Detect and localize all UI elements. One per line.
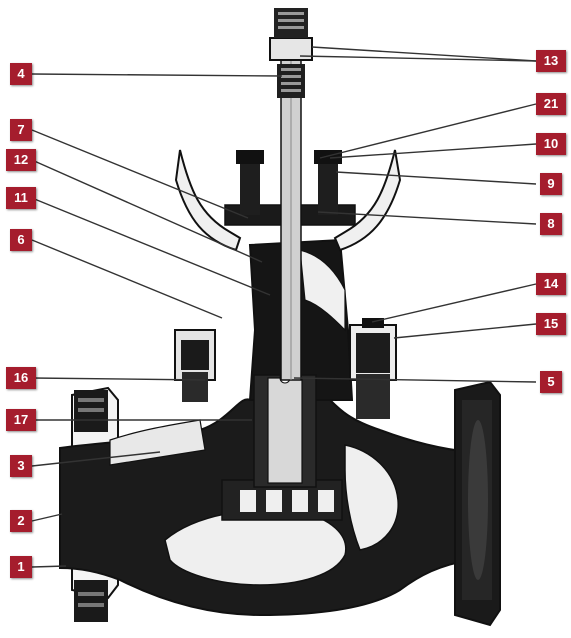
part-label-10: 10 — [536, 133, 566, 155]
part-label-11: 11 — [6, 187, 36, 209]
part-label-6: 6 — [10, 229, 32, 251]
part-label-2: 2 — [10, 510, 32, 532]
part-label-3: 3 — [10, 455, 32, 477]
part-label-14: 14 — [536, 273, 566, 295]
part-label-13: 13 — [536, 50, 566, 72]
part-label-8: 8 — [540, 213, 562, 235]
part-label-15: 15 — [536, 313, 566, 335]
part-label-16: 16 — [6, 367, 36, 389]
part-label-1: 1 — [10, 556, 32, 578]
part-label-21: 21 — [536, 93, 566, 115]
part-label-9: 9 — [540, 173, 562, 195]
part-label-17: 17 — [6, 409, 36, 431]
valve-body — [59, 8, 501, 627]
part-label-7: 7 — [10, 119, 32, 141]
part-label-4: 4 — [10, 63, 32, 85]
leader-lines — [31, 46, 537, 568]
part-label-12: 12 — [6, 149, 36, 171]
part-label-5: 5 — [540, 371, 562, 393]
